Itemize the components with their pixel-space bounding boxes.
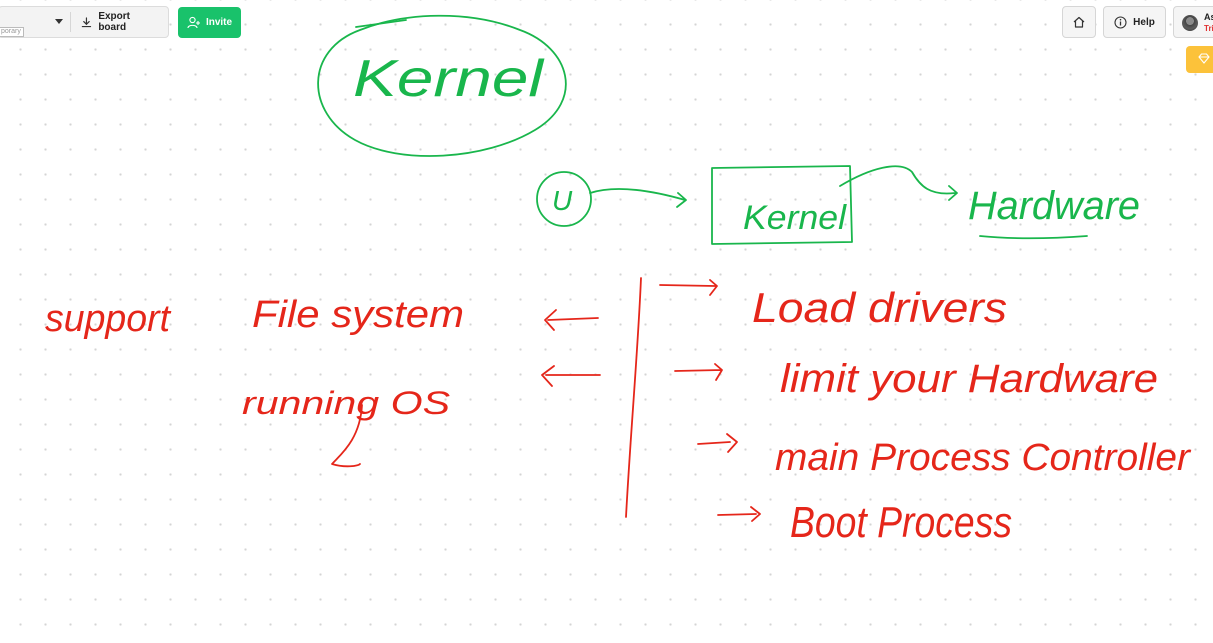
- user-name: As: [1204, 12, 1213, 22]
- user-label: U: [552, 185, 573, 216]
- user-menu[interactable]: As Tri: [1173, 6, 1213, 38]
- note-support: support: [45, 298, 171, 340]
- chevron-down-icon[interactable]: [55, 19, 63, 24]
- note-boot-process: Boot Process: [790, 498, 1012, 547]
- export-board-button[interactable]: Export board: [71, 7, 168, 37]
- arrow-right-1: [659, 279, 718, 296]
- board-name-menu[interactable]: porary: [0, 7, 70, 37]
- diamond-icon: [1198, 53, 1210, 64]
- invite-label: Invite: [205, 17, 233, 28]
- home-button[interactable]: [1062, 6, 1096, 38]
- note-main-process-controller: main Process Controller: [775, 437, 1191, 479]
- user-circle: [536, 171, 592, 227]
- arrow-right-3: [697, 433, 738, 453]
- export-board-label: Export board: [98, 11, 130, 33]
- arrow-right-2: [674, 363, 723, 381]
- arrow-left-2: [541, 365, 601, 387]
- arrow-right-4: [717, 506, 761, 522]
- os-stroke: [331, 404, 363, 468]
- kernel-box: [711, 165, 853, 245]
- help-label: Help: [1133, 16, 1155, 28]
- kernel-box-label: Kernel: [743, 199, 848, 237]
- upgrade-button[interactable]: [1186, 46, 1213, 73]
- hardware-label: Hardware: [968, 184, 1140, 228]
- info-icon: [1114, 15, 1127, 29]
- note-file-system: File system: [252, 294, 464, 336]
- home-icon: [1073, 16, 1085, 28]
- note-running-os: running OS: [242, 385, 450, 421]
- arrow-left-1: [544, 309, 599, 331]
- title-underline-stroke: [355, 19, 407, 28]
- avatar[interactable]: [1182, 15, 1198, 31]
- note-limit-hardware: limit your Hardware: [780, 357, 1158, 401]
- hardware-underline: [979, 235, 1088, 240]
- invite-button[interactable]: Invite: [178, 7, 241, 38]
- title-ellipse: [317, 14, 567, 157]
- toolbar-divider: [70, 12, 72, 32]
- note-load-drivers: Load drivers: [752, 284, 1007, 331]
- help-button[interactable]: Help: [1103, 6, 1166, 38]
- board-toolbar: porary Export board: [0, 6, 169, 38]
- vertical-divider: [625, 277, 642, 518]
- user-plan-label: Tri: [1204, 24, 1213, 33]
- arrow-to-hardware: [839, 165, 958, 201]
- add-user-icon: [187, 16, 200, 29]
- board-status-badge: porary: [0, 27, 24, 37]
- board-title: Kernel: [353, 50, 545, 108]
- arrow-to-kernel: [589, 188, 687, 208]
- download-icon: [82, 16, 92, 27]
